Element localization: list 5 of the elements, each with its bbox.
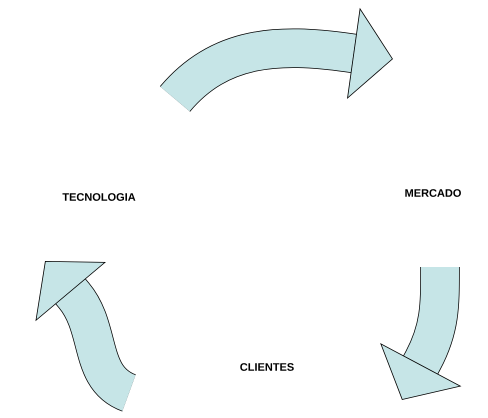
label-text: CLIENTES [240,363,294,371]
label-text: TECNOLOGIA [62,193,136,201]
curved-arrow [160,8,393,112]
curved-arrow [380,266,462,400]
label-text: MERCADO [405,189,461,197]
